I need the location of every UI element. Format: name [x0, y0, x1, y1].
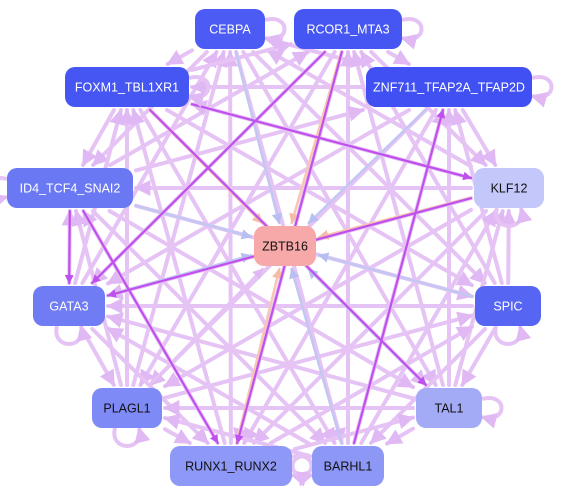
- node-label-runx1: RUNX1_RUNX2: [185, 460, 277, 474]
- edge-spic-tal1: [460, 327, 497, 387]
- node-box-klf12: [474, 168, 544, 208]
- edge-rcor1-znf711: [386, 49, 411, 66]
- edge-znf711-klf12: [460, 108, 498, 167]
- node-box-plagl1: [92, 388, 162, 428]
- node-runx1[interactable]: RUNX1_RUNX2: [170, 446, 292, 486]
- node-gata3[interactable]: GATA3: [33, 286, 105, 326]
- edge-id4-gata3: [64, 209, 74, 285]
- node-label-id4: ID4_TCF4_SNAI2: [20, 182, 121, 196]
- edge-klf12-runx1: [252, 209, 488, 445]
- node-tal1[interactable]: TAL1: [416, 388, 482, 428]
- self-loop-cebpa: [263, 17, 287, 50]
- edge-layer: [61, 35, 517, 458]
- edge-barhl1-zbtb16: [289, 267, 343, 445]
- self-loop-barhl1: [290, 454, 314, 487]
- node-label-znf711: ZNF711_TFAP2A_TFAP2D: [373, 81, 525, 95]
- node-label-spic: SPIC: [493, 300, 522, 314]
- node-box-cebpa: [195, 9, 265, 49]
- node-label-plagl1: PLAGL1: [103, 402, 150, 416]
- edge-runx1-cebpa: [222, 50, 239, 445]
- edge-plagl1-runx1: [163, 427, 192, 445]
- node-box-zbtb16: [254, 226, 316, 266]
- edge-id4-znf711: [134, 105, 365, 173]
- self-loop-layer: [0, 17, 554, 487]
- edge-id4-barhl1: [91, 209, 327, 445]
- self-loop-spic: [493, 324, 532, 346]
- edge-rcor1-plagl1: [138, 50, 337, 387]
- node-plagl1[interactable]: PLAGL1: [92, 388, 162, 428]
- node-box-znf711: [366, 67, 532, 107]
- node-box-runx1: [170, 446, 292, 486]
- node-box-spic: [475, 286, 541, 326]
- edge-foxm1-klf12: [190, 103, 473, 181]
- node-id4[interactable]: ID4_TCF4_SNAI2: [7, 168, 133, 208]
- edge-klf12-plagl1: [163, 207, 473, 389]
- node-box-tal1: [416, 388, 482, 428]
- node-rcor1[interactable]: RCOR1_MTA3: [294, 9, 402, 49]
- node-label-barhl1: BARHL1: [324, 460, 373, 474]
- edge-runx1-spic: [268, 324, 474, 445]
- node-box-foxm1: [65, 67, 189, 107]
- node-box-barhl1: [312, 446, 384, 486]
- node-label-gata3: GATA3: [49, 300, 88, 314]
- edge-id4-zbtb16: [134, 204, 253, 240]
- self-loop-plagl1: [112, 426, 151, 448]
- edge-plagl1-zbtb16: [148, 267, 264, 387]
- edge-id4-tal1: [107, 209, 415, 390]
- node-box-rcor1: [294, 9, 402, 49]
- edge-spic-zbtb16: [317, 252, 474, 298]
- edge-cebpa-zbtb16: [234, 50, 282, 225]
- node-label-cebpa: CEBPA: [209, 23, 251, 37]
- self-loop-tal1: [480, 396, 504, 429]
- edge-znf711-zbtb16: [307, 108, 427, 225]
- edge-barhl1-znf711: [353, 108, 446, 445]
- edge-foxm1-spic: [165, 108, 474, 288]
- edge-foxm1-id4: [81, 108, 116, 167]
- node-spic[interactable]: SPIC: [475, 286, 541, 326]
- edge-tal1-barhl1: [385, 426, 415, 446]
- edge-cebpa-foxm1: [165, 48, 194, 66]
- node-klf12[interactable]: KLF12: [474, 168, 544, 208]
- node-zbtb16[interactable]: ZBTB16: [254, 226, 316, 266]
- edge-foxm1-barhl1: [138, 108, 337, 445]
- node-box-id4: [7, 168, 133, 208]
- self-loop-foxm1: [187, 75, 211, 108]
- edge-plagl1-spic: [163, 311, 474, 400]
- self-loop-id4: [0, 176, 9, 209]
- self-loop-znf711: [530, 75, 554, 108]
- node-foxm1[interactable]: FOXM1_TBL1XR1: [65, 67, 189, 107]
- node-label-foxm1: FOXM1_TBL1XR1: [75, 81, 179, 95]
- node-label-tal1: TAL1: [435, 402, 464, 416]
- edge-znf711-gata3: [106, 108, 412, 286]
- node-cebpa[interactable]: CEBPA: [195, 9, 265, 49]
- node-znf711[interactable]: ZNF711_TFAP2A_TFAP2D: [366, 67, 532, 107]
- edge-spic-klf12: [500, 209, 517, 285]
- self-loop-klf12: [494, 206, 533, 228]
- edge-cebpa-tal1: [241, 50, 438, 387]
- node-label-klf12: KLF12: [491, 182, 528, 196]
- node-barhl1[interactable]: BARHL1: [312, 446, 384, 486]
- node-label-rcor1: RCOR1_MTA3: [306, 23, 389, 37]
- self-loop-gata3: [54, 324, 93, 346]
- self-loop-rcor1: [400, 17, 424, 50]
- edge-runx1-tal1: [293, 413, 415, 451]
- edge-runx1-zbtb16: [235, 267, 283, 445]
- node-label-zbtb16: ZBTB16: [262, 240, 308, 254]
- node-box-gata3: [33, 286, 105, 326]
- edge-id4-runx1: [82, 209, 219, 445]
- edge-znf711-runx1: [242, 108, 438, 445]
